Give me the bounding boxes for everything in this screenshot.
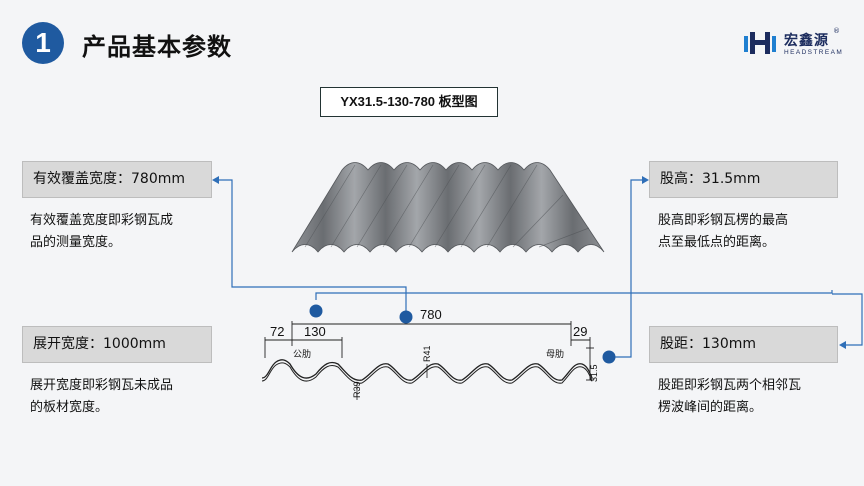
connector-dot-icon: [309, 304, 323, 318]
section-number-badge: 1: [22, 22, 64, 64]
arrow-head-icon: [642, 176, 649, 184]
connector-lines: [216, 179, 863, 358]
page-title: 产品基本参数: [82, 33, 232, 61]
dim-height-31-5: 31.5: [589, 364, 599, 382]
dim-right-edge-29: 29: [573, 324, 587, 339]
corrugated-sheet-image: [291, 162, 605, 253]
dim-pitch-130: 130: [304, 324, 326, 339]
hx-logo-icon: [744, 32, 776, 54]
connector-dot-icon: [399, 310, 413, 324]
rib-pitch-label: 股距：130mm: [649, 326, 838, 363]
brand-name: 宏鑫源: [784, 33, 829, 49]
brand-name-en: HEADSTREAM: [784, 49, 844, 56]
registered-mark: ®: [833, 27, 840, 35]
rib-height-desc: 股高即彩钢瓦楞的最高点至最低点的距离。: [658, 213, 789, 250]
rib-height-label: 股高：31.5mm: [649, 161, 838, 198]
radius-r41-label: R41: [422, 345, 432, 362]
profile-cross-section: [261, 359, 593, 381]
dim-left-edge-72: 72: [270, 324, 284, 339]
rib-pitch-desc: 股距即彩钢瓦两个相邻瓦楞波峰间的距离。: [658, 378, 802, 415]
diagram-title: YX31.5-130-780 板型图: [320, 87, 498, 117]
unfold-width-label: 展开宽度：1000mm: [22, 326, 212, 363]
coverage-width-desc: 有效覆盖宽度即彩钢瓦成品的测量宽度。: [30, 213, 174, 250]
arrow-head-icon: [212, 176, 219, 184]
coverage-width-label: 有效覆盖宽度：780mm: [22, 161, 212, 198]
male-rib-label: 公肋: [293, 349, 311, 359]
female-rib-label: 母肋: [546, 349, 564, 359]
arrow-head-icon: [839, 341, 846, 349]
unfold-width-desc: 展开宽度即彩钢瓦未成品的板材宽度。: [30, 378, 174, 415]
dim-width-780: 780: [420, 307, 442, 322]
connector-dot-icon: [602, 350, 616, 364]
